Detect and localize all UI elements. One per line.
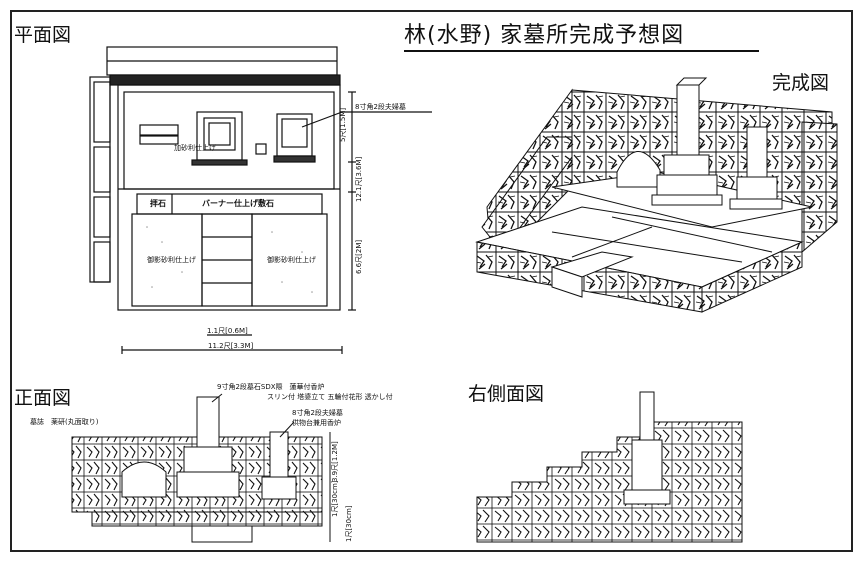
front-note-incense: 供物台兼用香炉: [292, 419, 341, 427]
plan-view-drawing: [89, 46, 432, 354]
plan-note-post-left: 加砂利仕上げ: [174, 144, 216, 152]
front-note-stone-detail: スリン付 塔婆立て 五輪付花形 透かし付: [267, 393, 393, 401]
right-side-view-label: 右側面図: [468, 383, 545, 405]
plan-note-burner: バーナー仕上げ敷石: [202, 199, 274, 208]
complete-view-label: 完成図: [772, 72, 830, 94]
plan-dim-h1: 1.1尺[0.6M]: [207, 327, 248, 335]
drawing-title: 林(水野) 家墓所完成予想図: [404, 23, 685, 48]
front-note-post-left: 9寸角2段墓石SDX際 蓮華付香炉: [217, 383, 325, 391]
complete-view-drawing: [475, 77, 838, 313]
drawing-sheet: 林(水野) 家墓所完成予想図 平面図 完成図 正面図 右側面図: [10, 10, 853, 552]
plan-note-front-stone: 拝石: [150, 199, 166, 208]
plan-dim-h2: 11.2尺[3.3M]: [208, 342, 254, 350]
right-side-view-drawing: [476, 391, 743, 543]
front-note-left-tomb: 墓誌 薬研(丸面取り): [30, 418, 99, 426]
plan-note-post-right: 8寸角2段夫婦墓: [355, 103, 406, 111]
front-view-drawing: [71, 393, 331, 543]
plan-view-label: 平面図: [14, 24, 72, 46]
front-view-label: 正面図: [14, 387, 72, 409]
title-underline: [404, 50, 759, 52]
front-note-post-right: 8寸角2段夫婦墓: [292, 409, 343, 417]
plan-note-gravel-left: 御影砂利仕上げ: [147, 256, 196, 264]
plan-note-gravel-right: 御影砂利仕上げ: [267, 256, 316, 264]
